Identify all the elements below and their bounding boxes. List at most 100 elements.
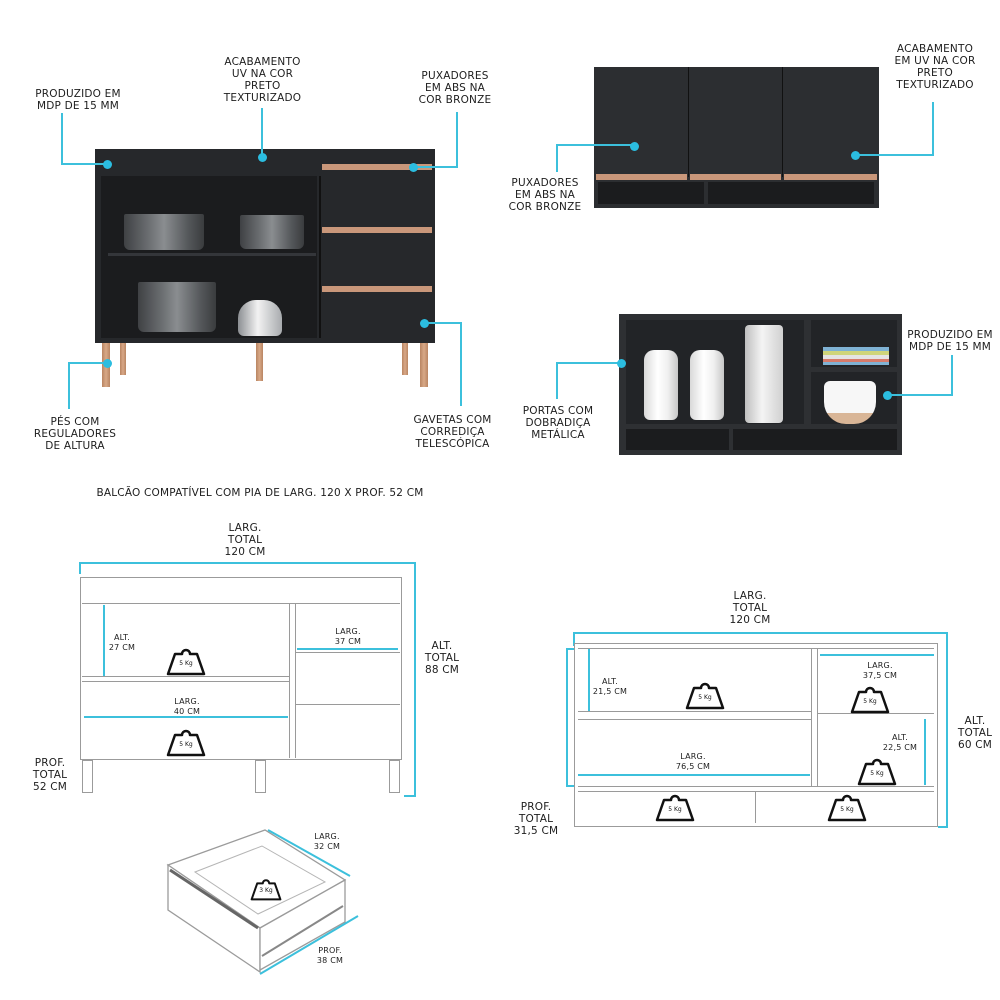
door-gap: [688, 67, 689, 177]
label-finish: ACABAMENTO UV NA COR PRETO TEXTURIZADO: [223, 56, 302, 104]
dim-larg-76-5: [578, 774, 810, 776]
upper-side-width: LARG. 37,5 CM: [862, 661, 898, 680]
upper-total-height: ALT. TOTAL 60 CM: [957, 715, 993, 751]
upper-frame: [574, 643, 938, 827]
callout-line: [68, 363, 70, 409]
dim-alt-22-5: [924, 719, 926, 785]
drawer-line: [296, 704, 400, 705]
dim-line-width: [573, 632, 947, 634]
door-handle-2: [690, 174, 781, 180]
weight-icon: 5 Kg: [857, 756, 897, 786]
door-gap: [782, 67, 783, 177]
label-mdp-upper: PRODUZIDO EM MDP DE 15 MM: [907, 329, 993, 353]
dim-tick: [566, 648, 574, 650]
upper-total-width: LARG. TOTAL 120 CM: [729, 590, 771, 626]
callout-dot: [419, 318, 429, 328]
callout-line: [456, 112, 458, 167]
base-shelf-height: ALT. 27 CM: [108, 633, 136, 652]
leg: [420, 343, 428, 387]
callout-dot: [882, 390, 892, 400]
callout-line: [424, 322, 462, 324]
label-handles: PUXADORES EM ABS NA COR BRONZE: [418, 70, 492, 106]
leg: [120, 343, 126, 375]
upper-shelf: [578, 719, 811, 720]
base-inner-shelf: [108, 253, 316, 256]
label-hinges: PORTAS COM DOBRADIÇA METÁLICA: [522, 405, 594, 441]
callout-dot: [629, 141, 639, 151]
door-handle-1: [596, 174, 687, 180]
base-leg: [255, 760, 266, 793]
callout-line: [887, 394, 953, 396]
callout-dot: [102, 159, 112, 169]
dim-alt-21-5: [588, 649, 590, 711]
upper-side-height: ALT. 22,5 CM: [882, 733, 918, 752]
callout-line: [556, 144, 634, 146]
jar-icon: [644, 350, 678, 420]
open-niche: [708, 182, 874, 204]
pot-icon: [138, 282, 216, 332]
upper-top-rail: [578, 648, 934, 649]
upper-divider: [817, 649, 818, 787]
drawer-width: LARG. 32 CM: [313, 832, 341, 851]
callout-dot: [616, 358, 626, 368]
base-drawer-width: LARG. 37 CM: [334, 627, 362, 646]
label-mdp: PRODUZIDO EM MDP DE 15 MM: [35, 88, 121, 112]
compartment: [733, 429, 897, 450]
base-total-depth: PROF. TOTAL 52 CM: [32, 757, 68, 793]
label-drawers: GAVETAS COM CORREDIÇA TELESCÓPICA: [413, 414, 492, 450]
caption: BALCÃO COMPATÍVEL COM PIA DE LARG. 120 X…: [96, 487, 424, 499]
callout-line: [460, 322, 462, 406]
upper-bottom-shelf: [578, 791, 934, 792]
dim-tick: [938, 826, 948, 828]
upper-bottom-shelf: [578, 786, 934, 787]
base-shelf-width: LARG. 40 CM: [173, 697, 201, 716]
callout-line: [932, 102, 934, 155]
weight-icon: 5 Kg: [685, 680, 725, 710]
weight-icon: 5 Kg: [166, 646, 206, 676]
upper-main-width: LARG. 76,5 CM: [675, 752, 711, 771]
blender-icon: [745, 325, 783, 423]
dim-line-depth: [566, 648, 568, 786]
base-total-height: ALT. TOTAL 88 CM: [424, 640, 460, 676]
base-center-divider: [295, 604, 296, 758]
dim-larg-37: [297, 648, 398, 650]
leg: [402, 343, 408, 375]
leg: [256, 343, 263, 381]
upper-niche-divider: [755, 791, 756, 823]
drawer-line: [296, 652, 400, 653]
drawer-divider: [319, 176, 321, 338]
upper-shelf: [578, 711, 811, 712]
callout-dot: [102, 358, 112, 368]
open-niche: [598, 182, 704, 204]
drawer-drawing: [166, 829, 359, 975]
weight-icon: 5 Kg: [166, 727, 206, 757]
callout-line: [951, 355, 953, 395]
callout-line: [556, 362, 621, 364]
weight-icon: 5 Kg: [655, 792, 695, 822]
pot-icon: [124, 214, 204, 250]
base-leg: [82, 760, 93, 793]
dim-larg-37-5: [820, 654, 934, 656]
callout-line: [855, 154, 934, 156]
callout-line: [556, 145, 558, 172]
callout-line: [261, 108, 263, 156]
weight-icon: 5 Kg: [850, 684, 890, 714]
drawer-handle-2: [322, 227, 432, 233]
base-top-rail: [82, 603, 400, 604]
dim-tick: [404, 795, 416, 797]
base-frame: [80, 577, 402, 760]
upper-side-shelf: [818, 713, 934, 714]
dim-line-height: [414, 562, 416, 796]
drawer-handle-1: [322, 164, 432, 170]
dim-tick: [79, 562, 81, 574]
dim-tick: [573, 632, 575, 646]
base-center-divider: [289, 604, 290, 758]
upper-main-height: ALT. 21,5 CM: [592, 677, 628, 696]
upper-divider: [811, 649, 812, 787]
callout-line: [68, 362, 107, 364]
weight-icon: 5 Kg: [827, 792, 867, 822]
books-icon: [823, 347, 889, 365]
callout-dot: [408, 162, 418, 172]
label-feet: PÉS COM REGULADORES DE ALTURA: [33, 416, 117, 452]
pot-icon: [240, 215, 304, 249]
